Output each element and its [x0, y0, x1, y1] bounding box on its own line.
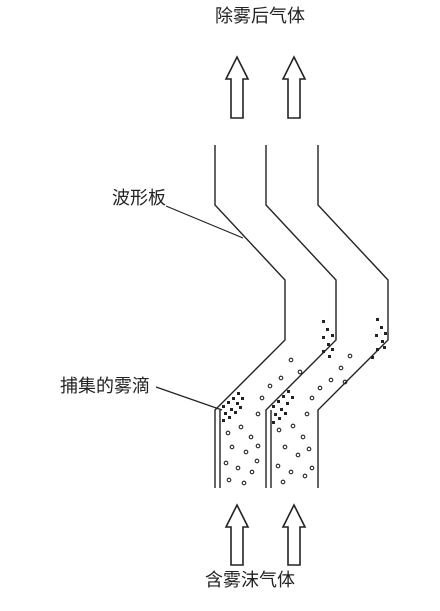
captured-droplet-clusters [222, 318, 387, 424]
outlet-arrows [224, 55, 307, 119]
wave-plate-label: 波形板 [112, 188, 166, 209]
inlet-arrow-right [281, 503, 307, 566]
droplet-cluster-2 [272, 390, 294, 424]
captured-droplets-label: 捕集的雾滴 [60, 376, 150, 397]
inlet-gas-label: 含雾沫气体 [205, 570, 295, 591]
inlet-arrows [224, 503, 307, 566]
droplet-cluster-1 [222, 392, 244, 422]
droplet-cluster-3 [322, 320, 334, 358]
outlet-arrow-left [224, 55, 250, 119]
outlet-gas-label: 除雾后气体 [215, 6, 305, 27]
wave-plate-3 [317, 145, 389, 488]
wave-plate-2 [265, 145, 337, 488]
mist-droplets [223, 353, 353, 486]
droplet-cluster-4 [371, 318, 387, 359]
leader-lines [155, 205, 244, 411]
wave-plates [214, 145, 389, 488]
inlet-arrow-left [224, 503, 250, 566]
wave-plate-1 [214, 145, 286, 488]
plate-leader [165, 205, 244, 239]
outlet-arrow-right [281, 55, 307, 119]
droplets-leader [155, 386, 223, 411]
